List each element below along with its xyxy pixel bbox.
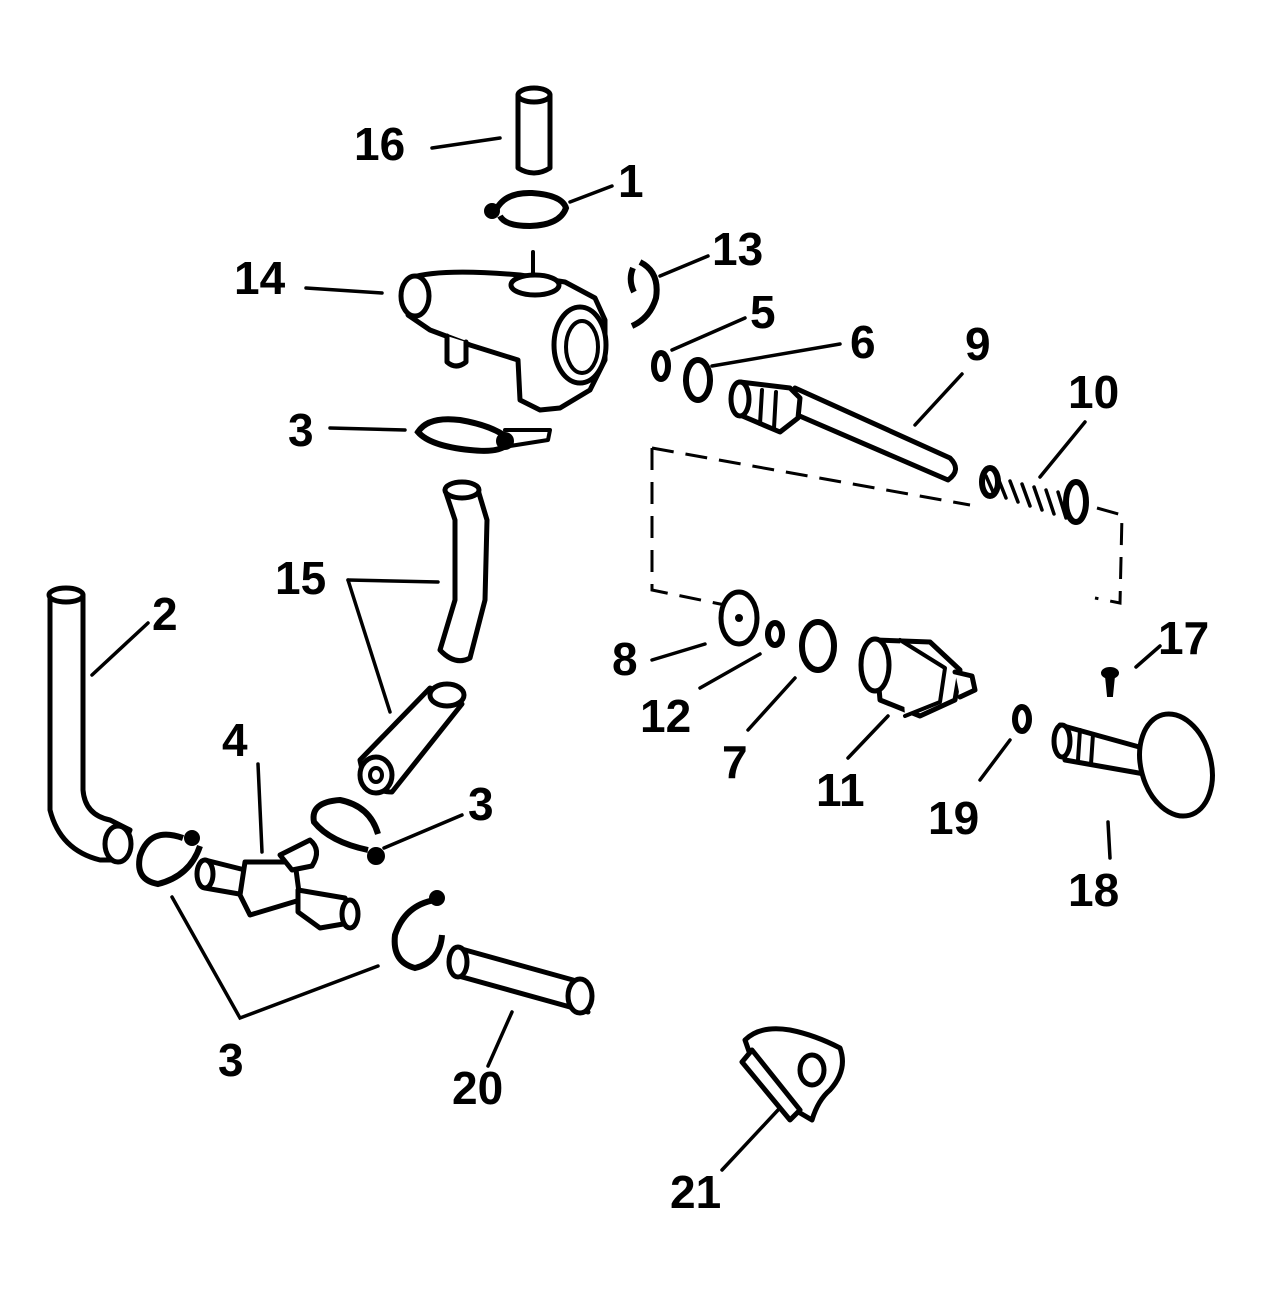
- callout-14: 14: [234, 252, 286, 304]
- callout-17: 17: [1158, 612, 1209, 664]
- part-13-clip: [627, 259, 660, 329]
- part-2-hose-long: [46, 585, 134, 865]
- assembly-bracket: [650, 446, 1124, 607]
- callout-19: 19: [928, 792, 979, 844]
- callout-11: 11: [816, 764, 865, 816]
- leader-lines: [90, 136, 1162, 1172]
- part-7-o-ring: [799, 619, 837, 673]
- callout-8: 8: [612, 633, 638, 685]
- callout-5: 5: [750, 286, 776, 338]
- part-9-valve-shaft: [728, 379, 958, 483]
- part-10-spring: [979, 465, 1089, 525]
- part-8-washer: [718, 589, 760, 647]
- callout-2: 2: [152, 588, 178, 640]
- callout-16: 16: [354, 118, 405, 170]
- part-1-clamp: [484, 189, 570, 230]
- part-17-screw: [1101, 667, 1119, 697]
- part-3-clamp-mid: [310, 796, 385, 865]
- callout-13: 13: [712, 223, 763, 275]
- callout-9: 9: [965, 318, 991, 370]
- part-16-hose: [515, 85, 553, 176]
- callout-20: 20: [452, 1062, 503, 1114]
- part-12-o-ring: [765, 620, 785, 648]
- part-3-clamp-top: [414, 416, 552, 454]
- part-3-clamp-bottom: [391, 890, 445, 972]
- part-11-fitting: [858, 636, 978, 719]
- callout-4: 4: [222, 714, 248, 766]
- part-3-clamp-left: [136, 830, 203, 888]
- callout-1: 1: [618, 155, 644, 207]
- part-20-hose: [446, 944, 595, 1016]
- part-21-bracket: [739, 1026, 845, 1123]
- callout-3-mid: 3: [468, 778, 494, 830]
- callout-7: 7: [722, 736, 748, 788]
- callout-21: 21: [670, 1166, 721, 1218]
- callout-3-bottom: 3: [218, 1034, 244, 1086]
- callout-6: 6: [850, 316, 876, 368]
- part-15-hose-upper: [437, 479, 490, 664]
- callout-3-top: 3: [288, 404, 314, 456]
- part-4-tee-connector: [194, 837, 361, 931]
- callout-12: 12: [640, 690, 691, 742]
- part-5-o-ring: [651, 350, 671, 382]
- callout-18: 18: [1068, 864, 1119, 916]
- part-15-hose-lower: [357, 681, 467, 796]
- part-19-o-ring: [1012, 704, 1032, 734]
- callout-15: 15: [275, 552, 326, 604]
- callout-labels: 16 1 13 14 5 6 9 10 3 15 2 8 17 12 4 7 1…: [152, 118, 1209, 1218]
- part-18-knob: [1051, 711, 1215, 819]
- part-14-valve-body: [398, 250, 609, 413]
- part-6-o-ring: [683, 357, 713, 403]
- callout-10: 10: [1068, 366, 1119, 418]
